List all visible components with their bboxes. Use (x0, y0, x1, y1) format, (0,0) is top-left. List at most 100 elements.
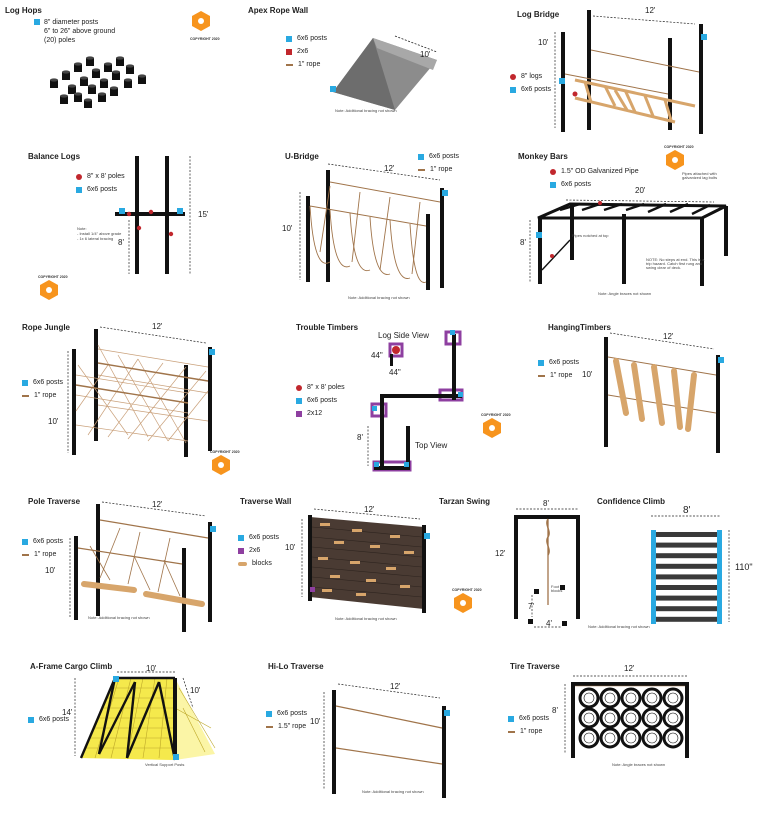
legend-label: 6x6 posts (277, 710, 307, 717)
badge-label: COPYRIGHT 2020 (452, 588, 482, 592)
climb-rung (653, 542, 719, 548)
sixbysix-swatch (538, 359, 544, 366)
sixbysix-swatch (22, 379, 28, 386)
balance-logs-note: Note: - Install 1/4" above grade - 1x 6 … (77, 226, 121, 241)
rope-swatch (418, 168, 425, 171)
log-bridge-title: Log Bridge (517, 10, 560, 19)
badge-hexagon-icon (666, 150, 684, 170)
legend-label: 2x6 (297, 48, 309, 55)
pole-traverse-width-dim: 12' (152, 500, 163, 509)
pole-swatch (76, 173, 82, 180)
log-post (74, 62, 82, 72)
spec-line: (20) poles (44, 37, 76, 44)
log-hops-title: Log Hops (5, 6, 42, 15)
u-bridge-title: U-Bridge (285, 152, 319, 161)
traverse-wall-note: Note: Additional bracing not shown (335, 616, 397, 621)
u-bridge-legend: 6x6 posts 1" rope (418, 150, 459, 176)
log-post (50, 78, 58, 88)
spec-line: 6" to 26" above ground (44, 28, 116, 35)
tire-legend: 6x6 posts 1" rope (508, 712, 549, 738)
log-post (110, 86, 118, 96)
legend-label: 2x12 (307, 410, 323, 417)
legend-label: 1" rope (430, 166, 453, 173)
pole-traverse-note: Note: Additional bracing not shown (88, 615, 150, 620)
legend-label: 1.5" rope (278, 723, 307, 730)
apex-legend: 6x6 posts 2x6 1" rope (286, 32, 327, 71)
apex-diagram (330, 35, 438, 110)
log-post (88, 84, 96, 94)
hanging-timbers-diagram (604, 332, 724, 453)
legend-label: 6x6 posts (33, 538, 63, 545)
climb-rung (653, 606, 719, 612)
monkey-bars-title: Monkey Bars (518, 152, 568, 161)
traverse-wall-diagram (301, 508, 430, 613)
monkey-bars-notch-note: Pipes notched at top (572, 233, 609, 238)
top-view-label: Top View (415, 441, 448, 450)
log-post (124, 78, 132, 88)
tarzan-swing-spacing-dim: 4' (546, 619, 552, 628)
climb-rung (653, 574, 719, 580)
sixbysix-swatch (28, 716, 34, 723)
sixbysix-swatch (296, 397, 302, 404)
rope-swatch (266, 725, 273, 728)
legend-label: 6x6 posts (39, 716, 69, 723)
sixbysix-swatch (510, 86, 516, 93)
legend-label: 6x6 posts (249, 534, 279, 541)
copyright-badge: COPYRIGHT 2020 (38, 275, 68, 306)
hilo-legend: 6x6 posts 1.5" rope (266, 707, 307, 733)
hilo-title: Hi-Lo Traverse (268, 662, 324, 671)
tarzan-swing-note: Note: Additional bracing not shown (588, 624, 650, 629)
aframe-title: A-Frame Cargo Climb (30, 662, 113, 671)
climb-rung (653, 532, 719, 537)
note-line: - Install 1/4" above grade (77, 231, 122, 236)
legend-label: 6x6 posts (549, 359, 579, 366)
trouble-timbers-diagram (367, 330, 464, 472)
legend-label: 6x6 posts (297, 35, 327, 42)
legend-label: blocks (252, 560, 272, 567)
hilo-diagram (323, 683, 450, 798)
tire (578, 687, 600, 709)
badge-hexagon-icon (40, 280, 58, 300)
log-post (84, 98, 92, 108)
rope-swatch (538, 374, 545, 377)
log-post (60, 94, 68, 104)
rope-swatch (508, 730, 515, 733)
twobysix-swatch (238, 547, 244, 554)
badge-label: COPYRIGHT 2020 (38, 275, 68, 279)
tarzan-swing-mini-note: Foot blocks (551, 584, 563, 593)
tire-title: Tire Traverse (510, 662, 560, 671)
tire-note: Note: Angle braces not shown (612, 762, 666, 767)
sixbysix-swatch (76, 186, 82, 193)
sixbysix-swatch (550, 181, 556, 188)
tire (599, 687, 621, 709)
u-bridge-height-dim: 10' (282, 224, 293, 233)
apex-note: Note: Additional bracing not shown (335, 108, 397, 113)
pole-traverse-height-dim: 10' (45, 566, 56, 575)
trouble-timbers-height-dim: 8' (357, 433, 363, 442)
trouble-timbers-base-dim: 44" (389, 368, 401, 377)
badge-label: COPYRIGHT 2020 (190, 37, 220, 41)
aframe-side-dim: 10' (190, 686, 201, 695)
trouble-timbers-legend: 8" x 8' poles 6x6 posts 2x12 (296, 381, 345, 420)
legend-label: 1" rope (298, 61, 321, 68)
legend-label: 6x6 posts (307, 397, 337, 404)
log-post (62, 70, 70, 80)
traverse-wall-title: Traverse Wall (240, 497, 292, 506)
pole-traverse-title: Pole Traverse (28, 497, 81, 506)
tarzan-swing-height-dim: 12' (495, 549, 506, 558)
pole-traverse-legend: 6x6 posts 1" rope (22, 535, 63, 561)
u-bridge-width-dim: 12' (384, 164, 395, 173)
badge-hexagon-icon (212, 455, 230, 475)
note-line: Note: (77, 226, 87, 231)
twobysix-swatch (286, 48, 292, 55)
trouble-timbers-title: Trouble Timbers (296, 323, 359, 332)
log-bridge-legend: 8" logs 6x6 posts (510, 70, 551, 96)
badge-label: COPYRIGHT 2020 (481, 413, 511, 417)
tarzan-swing-width-dim: 8' (543, 499, 549, 508)
tire (620, 707, 642, 729)
climb-rung (653, 553, 719, 559)
legend-label: 6x6 posts (519, 715, 549, 722)
tire-width-dim: 12' (624, 664, 635, 673)
hilo-note: Note: Additional bracing not shown (362, 789, 424, 794)
legend-label: 8" x 8' poles (87, 173, 125, 180)
